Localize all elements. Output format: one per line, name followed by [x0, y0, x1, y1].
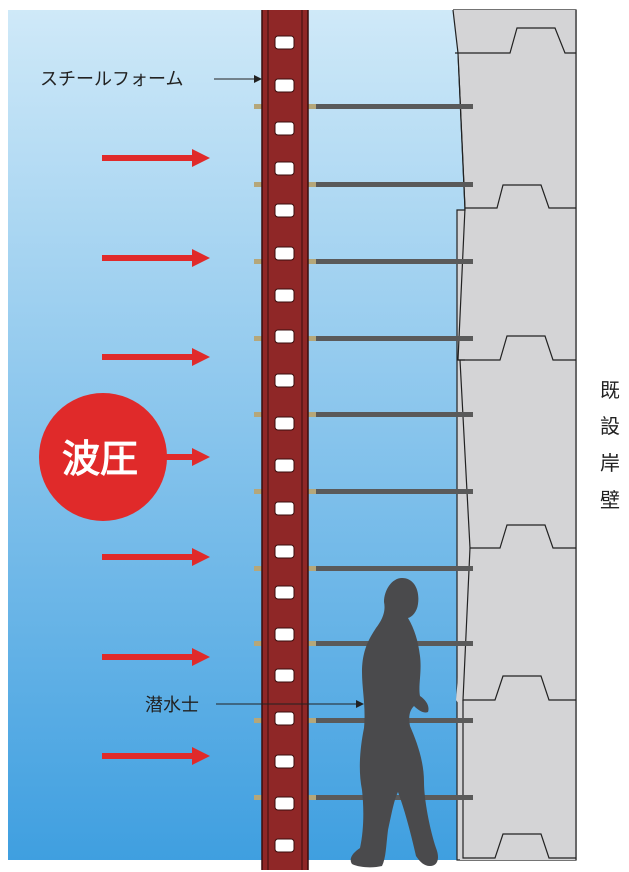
right-arrow-icon: [102, 348, 210, 366]
steel-form-holes: [274, 35, 295, 853]
right-arrow-icon: [102, 747, 210, 765]
seawall-label-char: 岸: [600, 451, 620, 475]
wave-pressure-badge: 波圧: [39, 393, 167, 521]
form-hole: [274, 416, 295, 431]
right-arrow-icon: [102, 648, 210, 666]
form-hole: [274, 78, 295, 93]
form-hole: [274, 796, 295, 811]
right-arrow-icon: [102, 149, 210, 167]
form-hole: [274, 458, 295, 473]
right-arrow-icon: [102, 548, 210, 566]
seawall-label-char: 設: [600, 414, 620, 438]
form-hole: [274, 203, 295, 218]
existing-seawall: [453, 9, 577, 861]
seawall-label-char: 既: [600, 378, 620, 402]
form-hole: [274, 668, 295, 683]
diver-label: 潜水士: [145, 695, 199, 716]
steel-form-label: スチールフォーム: [40, 69, 183, 90]
form-hole: [274, 121, 295, 136]
form-hole: [274, 627, 295, 642]
diver-leader: [216, 700, 364, 708]
steel-form-leader: [214, 75, 262, 83]
form-hole: [274, 246, 295, 261]
existing-seawall-label: 既 設 岸 壁: [600, 378, 620, 512]
steel-form: [261, 10, 309, 870]
form-hole: [274, 35, 295, 50]
form-hole: [274, 711, 295, 726]
seawall-label-char: 壁: [600, 488, 620, 512]
diver-silhouette-icon: [350, 578, 438, 868]
form-hole: [274, 329, 295, 344]
right-arrow-icon: [102, 249, 210, 267]
wave-pressure-arrows: [102, 149, 210, 765]
form-hole: [274, 288, 295, 303]
form-hole: [274, 838, 295, 853]
form-hole: [274, 501, 295, 516]
seawall-block-outlines: [452, 9, 577, 860]
form-hole: [274, 161, 295, 176]
right-arrow-icon: [164, 448, 210, 466]
form-hole: [274, 585, 295, 600]
form-hole: [274, 544, 295, 559]
form-hole: [274, 754, 295, 769]
wave-pressure-label: 波圧: [62, 437, 138, 481]
form-hole: [274, 373, 295, 388]
